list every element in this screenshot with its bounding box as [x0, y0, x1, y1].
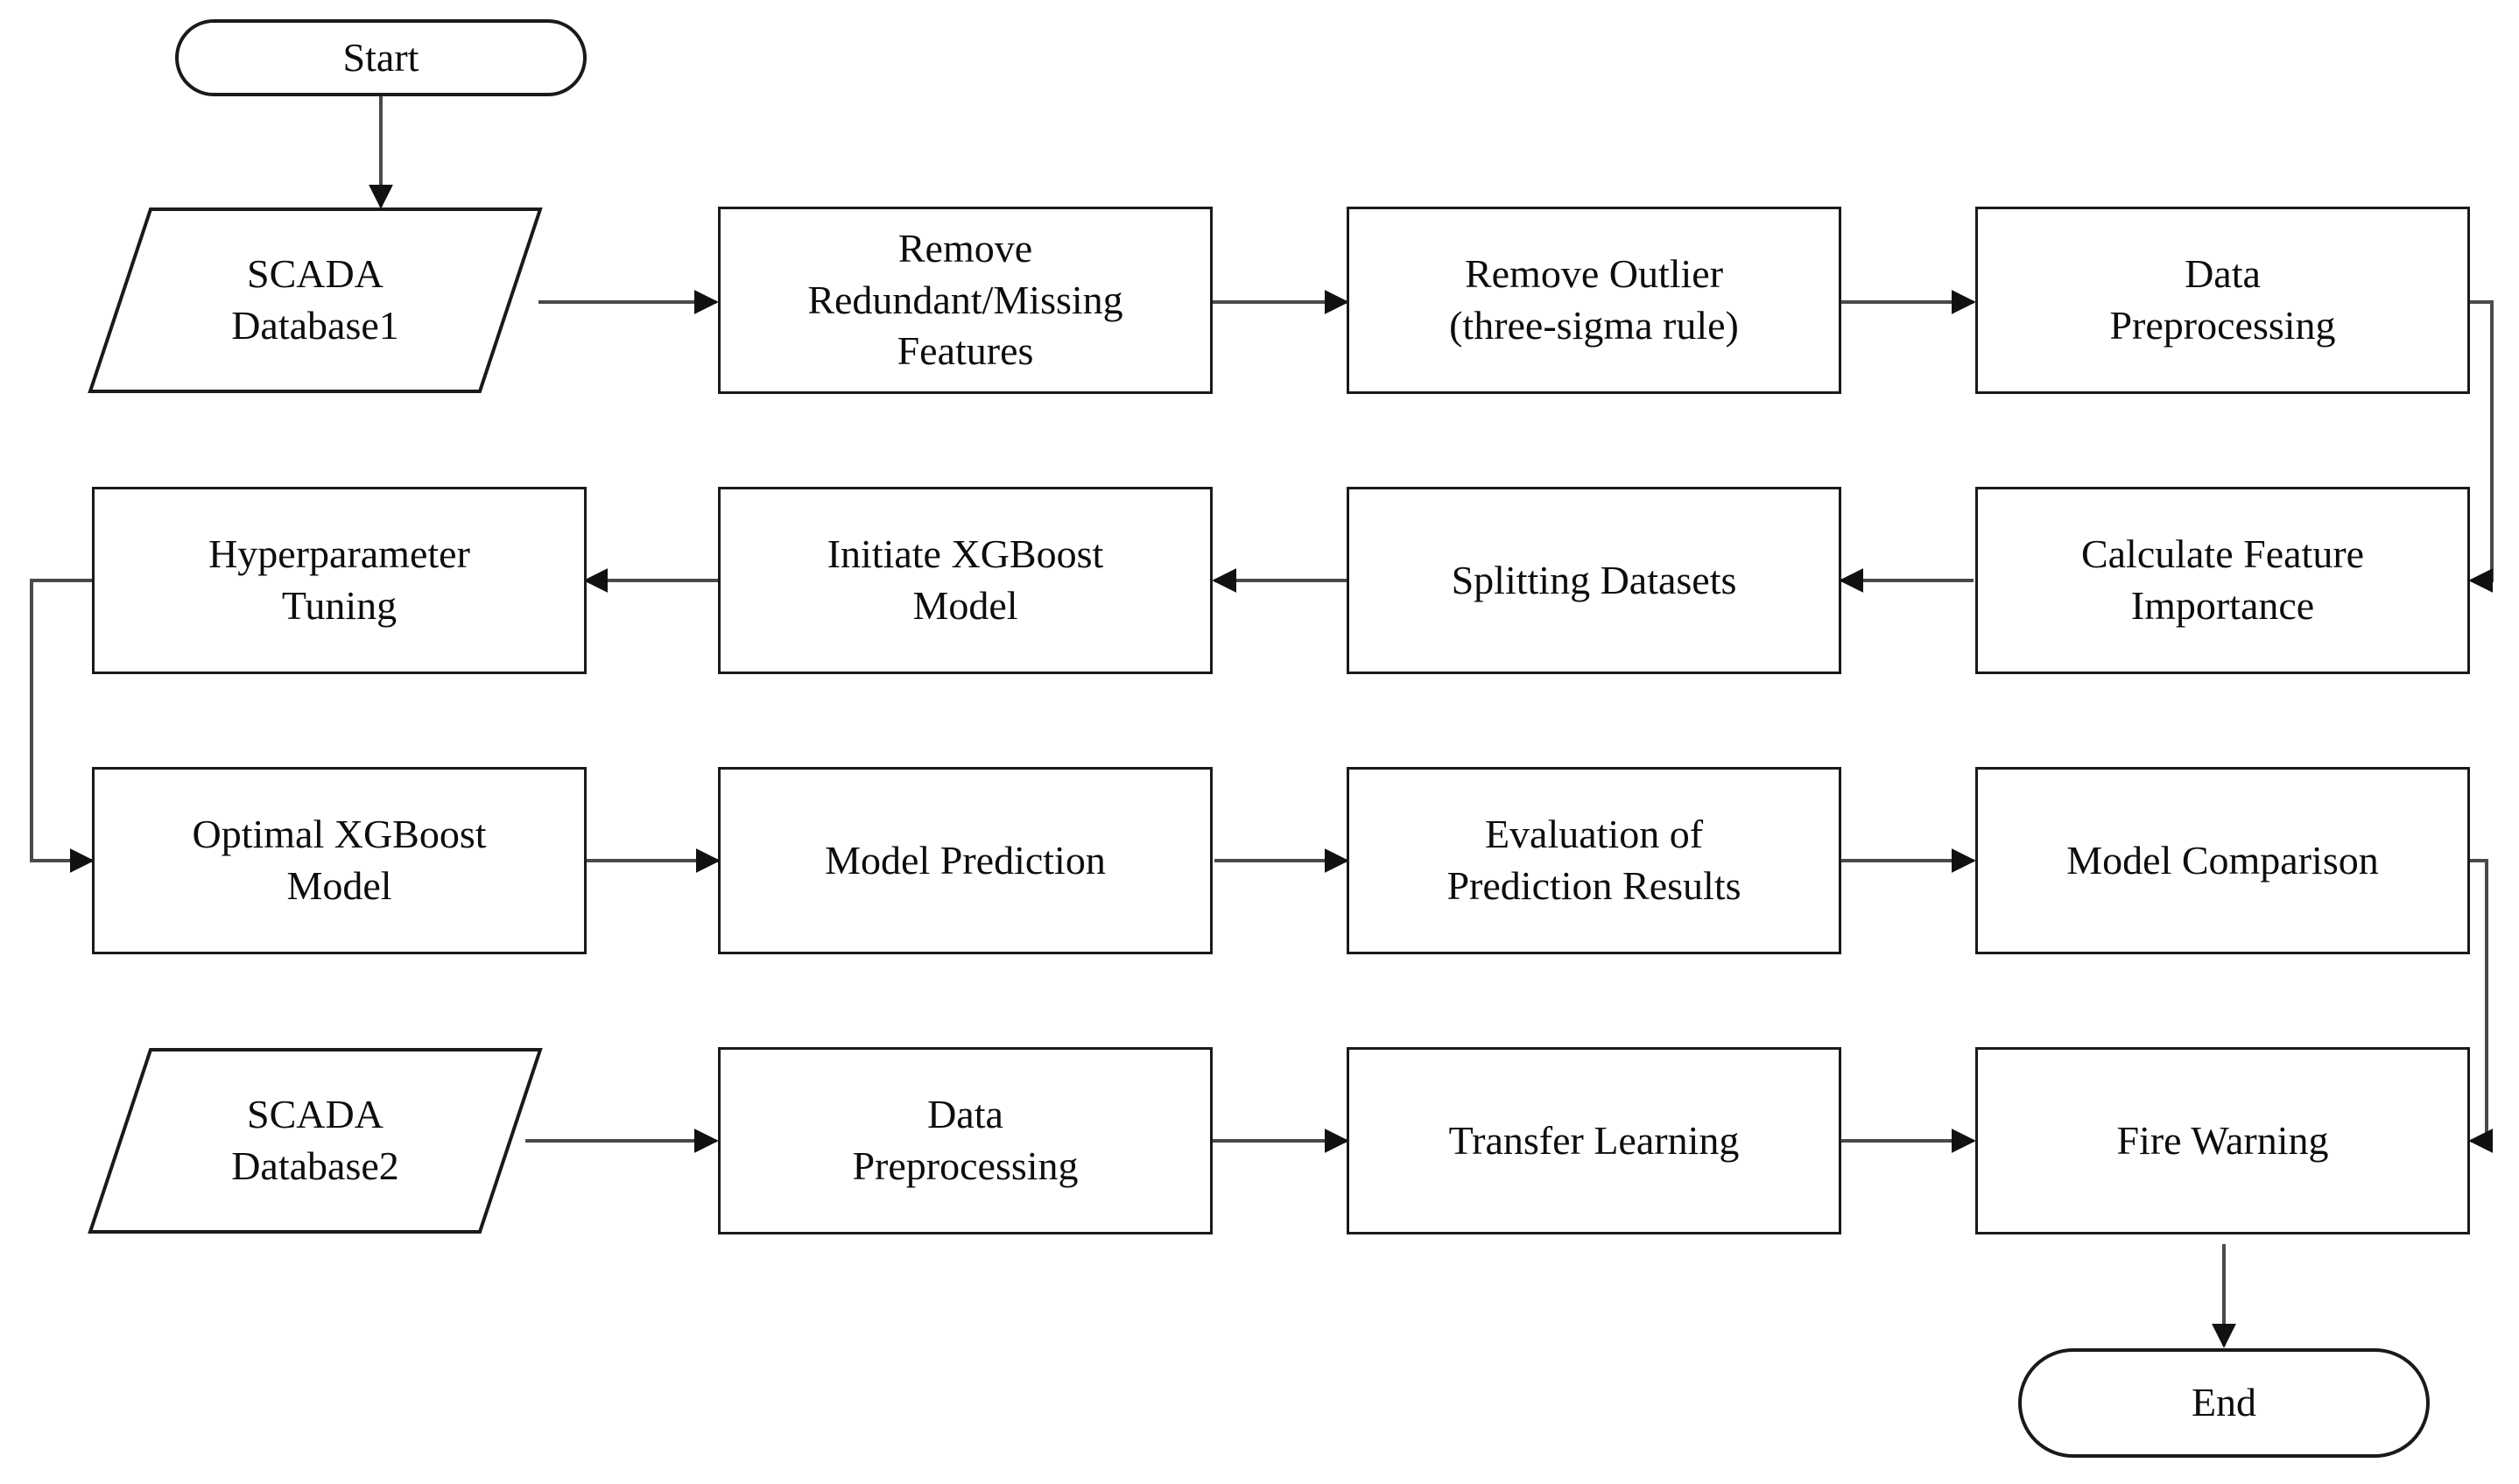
node-hyperparameter-tuning-label: Hyperparameter Tuning: [208, 531, 470, 628]
node-evaluation-of-prediction-results-label: Evaluation of Prediction Results: [1446, 812, 1741, 908]
node-model-prediction-label: Model Prediction: [825, 837, 1106, 883]
node-transfer-learning[interactable]: Transfer Learning: [1347, 1047, 1841, 1234]
node-scada-database2-label: SCADA Database2: [231, 1092, 399, 1188]
node-fire-warning[interactable]: Fire Warning: [1975, 1047, 2470, 1234]
node-initiate-xgboost-model-label: Initiate XGBoost Model: [827, 531, 1104, 628]
node-data-preprocessing-1[interactable]: Data Preprocessing: [1975, 207, 2470, 394]
edge-model-comparison-to-fire-warning: [2468, 859, 2494, 1153]
node-data-preprocessing-2-label: Data Preprocessing: [852, 1092, 1079, 1188]
node-remove-outlier[interactable]: Remove Outlier (three-sigma rule): [1347, 207, 1841, 394]
node-data-preprocessing-1-label: Data Preprocessing: [2109, 251, 2336, 348]
edge-hyperparameter-tuning-to-optimal-xgboost: [30, 579, 95, 873]
node-start-label: Start: [342, 34, 419, 80]
node-scada-database2[interactable]: SCADA Database2: [88, 1047, 543, 1234]
node-optimal-xgboost-model-label: Optimal XGBoost Model: [192, 812, 487, 908]
node-end[interactable]: End: [2018, 1348, 2430, 1458]
node-fire-warning-label: Fire Warning: [2116, 1117, 2329, 1163]
node-scada-database1[interactable]: SCADA Database1: [88, 207, 543, 394]
node-start[interactable]: Start: [175, 19, 587, 96]
node-remove-outlier-label: Remove Outlier (three-sigma rule): [1449, 251, 1739, 348]
node-model-prediction[interactable]: Model Prediction: [718, 767, 1213, 954]
node-transfer-learning-label: Transfer Learning: [1448, 1117, 1740, 1163]
node-model-comparison-label: Model Comparison: [2066, 837, 2379, 883]
node-remove-redundant-missing-features[interactable]: Remove Redundant/Missing Features: [718, 207, 1213, 394]
node-initiate-xgboost-model[interactable]: Initiate XGBoost Model: [718, 487, 1213, 674]
node-optimal-xgboost-model[interactable]: Optimal XGBoost Model: [92, 767, 587, 954]
node-remove-redundant-missing-features-label: Remove Redundant/Missing Features: [807, 225, 1123, 374]
node-end-label: End: [2191, 1380, 2257, 1425]
node-calculate-feature-importance[interactable]: Calculate Feature Importance: [1975, 487, 2470, 674]
node-calculate-feature-importance-label: Calculate Feature Importance: [2080, 531, 2365, 628]
node-evaluation-of-prediction-results[interactable]: Evaluation of Prediction Results: [1347, 767, 1841, 954]
node-hyperparameter-tuning[interactable]: Hyperparameter Tuning: [92, 487, 587, 674]
node-splitting-datasets-label: Splitting Datasets: [1451, 557, 1737, 602]
node-model-comparison[interactable]: Model Comparison: [1975, 767, 2470, 954]
edge-data-preprocessing1-to-calculate-feature-importance: [2468, 300, 2494, 593]
node-splitting-datasets[interactable]: Splitting Datasets: [1347, 487, 1841, 674]
node-data-preprocessing-2[interactable]: Data Preprocessing: [718, 1047, 1213, 1234]
node-scada-database1-label: SCADA Database1: [231, 251, 399, 348]
